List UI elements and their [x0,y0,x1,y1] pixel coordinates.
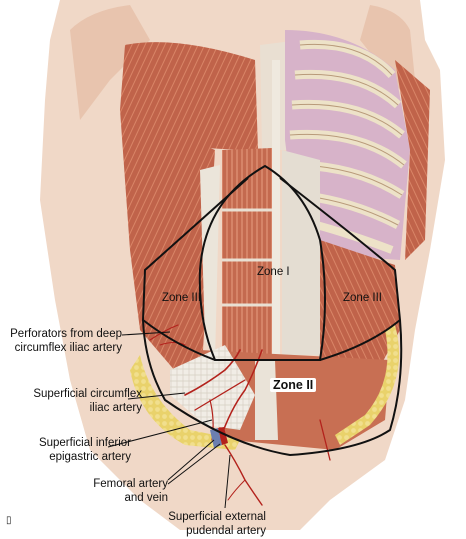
superficial-circumflex-label: Superficial circumflex iliac artery [33,387,142,415]
perforators-label-line-2: circumflex iliac artery [14,342,122,354]
leader-femoral-2 [167,443,221,485]
zone-1-label: Zone I [257,266,290,278]
superficial-circumflex-label-line-1: Superficial circumflex [33,388,142,400]
superficial-inferior-label-line-1: Superficial inferior [38,437,131,449]
zone-2-label: Zone II [270,378,317,392]
superficial-inferior-label-line-2: epigastric artery [49,451,131,463]
leader-perforators [121,331,171,336]
leader-superficial-inferior [107,419,213,448]
perforators-label: Perforators from deep circumflex iliac a… [10,327,122,355]
leader-pudendal [224,454,231,509]
arteries [149,324,331,506]
superficial-circumflex-label-line-2: iliac artery [89,402,142,414]
zone-outlines [141,164,403,457]
femoral-label-line-1: Femoral artery [93,478,168,490]
zone-3-right-outline [279,177,402,361]
zone-1-outline [198,164,326,361]
subcutaneous-fat [130,325,400,450]
superficial-inferior-label: Superficial inferior epigastric artery [39,436,131,464]
rectus-abdominis [222,60,280,440]
leader-lines [107,331,231,509]
leader-femoral-1 [167,439,215,481]
femoral-label-line-2: and vein [124,492,168,504]
pudendal-label: Superficial external pudendal artery [168,510,266,538]
zone-3-left-label: Zone III [162,292,201,304]
pudendal-label-line-1: Superficial external [168,511,266,523]
pudendal-label-line-2: pudendal artery [186,525,266,537]
perforators-label-line-1: Perforators from deep [10,328,122,340]
zone-2-outline [142,319,403,457]
femoral-label: Femoral artery and vein [93,477,168,505]
corner-marker: ▯ [6,515,12,526]
leader-superficial-circumflex [127,392,186,400]
zone-3-right-label: Zone III [343,292,382,304]
